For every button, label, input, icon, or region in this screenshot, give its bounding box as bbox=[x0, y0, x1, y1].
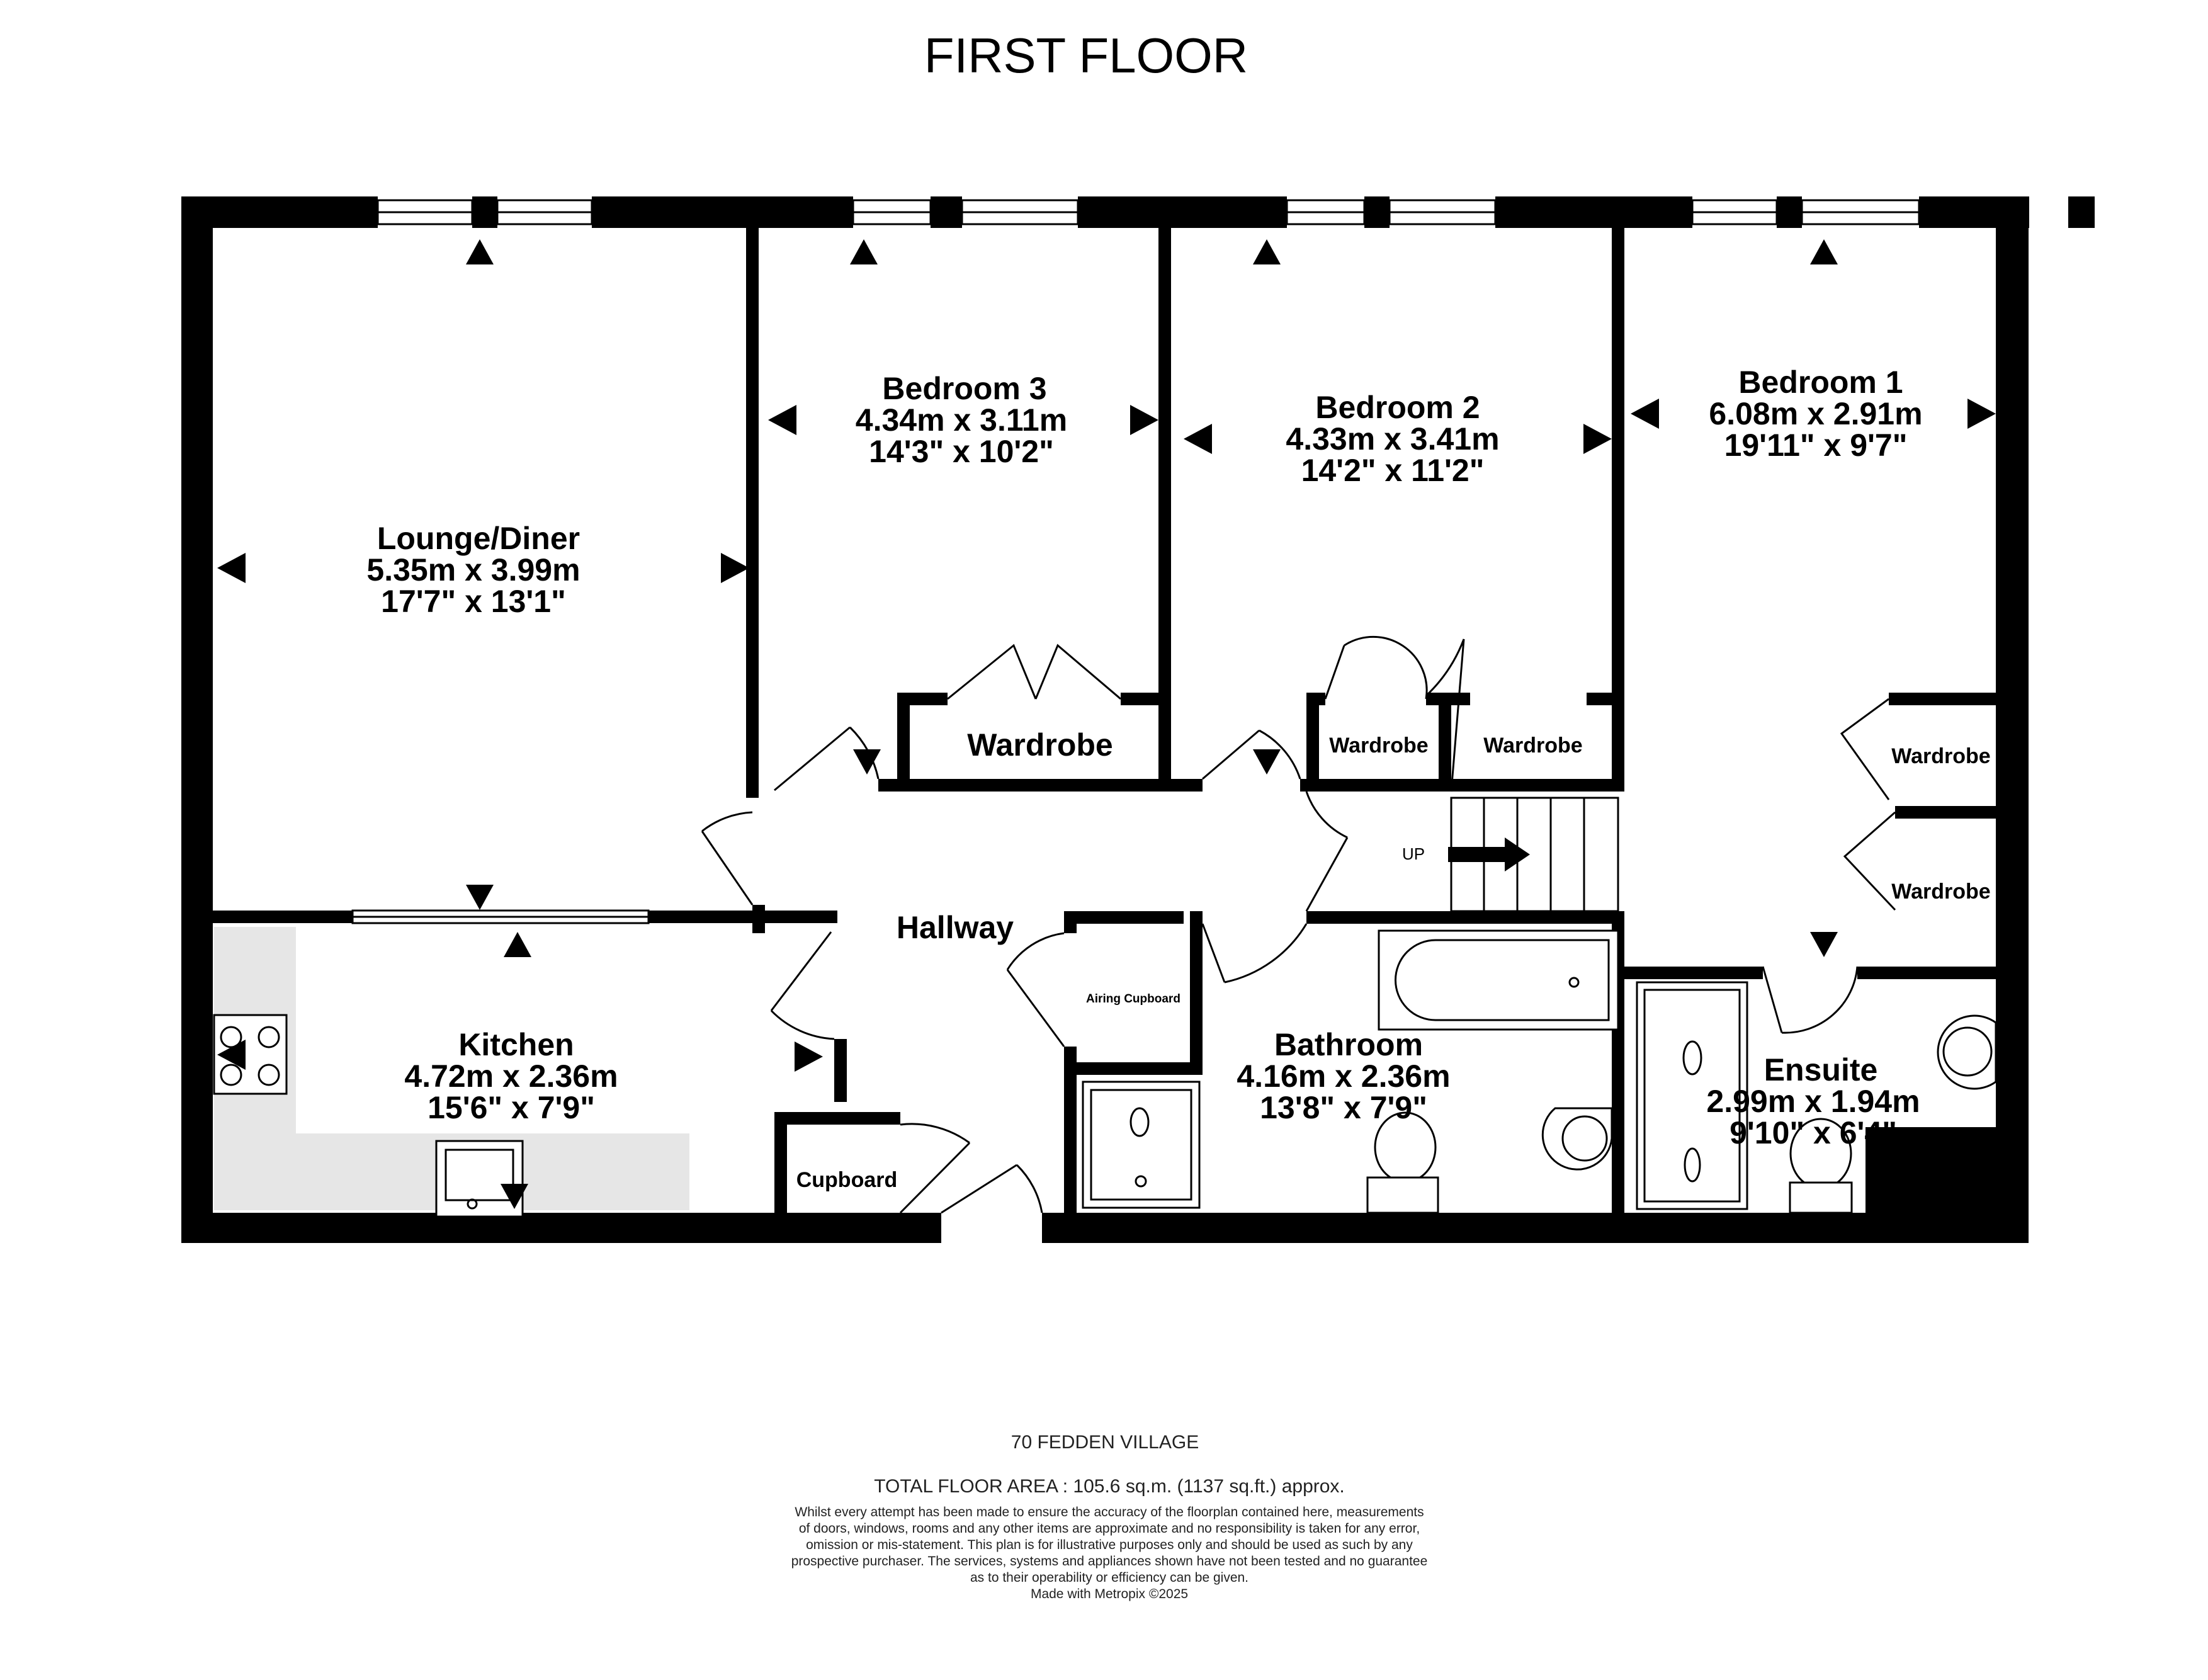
wardrobe-bedroom-2a-label: Wardrobe bbox=[1329, 734, 1428, 758]
fixtures bbox=[213, 929, 1997, 1218]
room-metric: 4.34m x 3.11m bbox=[856, 402, 1067, 438]
ensuite-basin-icon bbox=[1937, 1014, 1997, 1090]
room-imperial: 9'10" x 6'4" bbox=[1730, 1115, 1897, 1150]
room-name: Bedroom 3 bbox=[882, 371, 1046, 406]
dimension-arrows bbox=[217, 239, 1996, 1209]
interior-walls bbox=[213, 228, 1996, 1213]
room-name: Kitchen bbox=[458, 1027, 574, 1062]
room-kitchen: Kitchen 4.72m x 2.36m 15'6" x 7'9" bbox=[404, 1027, 618, 1125]
room-ensuite: Ensuite 2.99m x 1.94m 9'10" x 6'4" bbox=[1706, 1052, 1920, 1150]
stairs-up-label: UP bbox=[1402, 844, 1425, 863]
room-hallway: Hallway bbox=[897, 910, 1014, 945]
room-lounge-diner: Lounge/Diner 5.35m x 3.99m 17'7" x 13'1" bbox=[366, 521, 580, 619]
room-imperial: 17'7" x 13'1" bbox=[381, 584, 566, 619]
room-metric: 2.99m x 1.94m bbox=[1706, 1084, 1920, 1119]
exterior-walls bbox=[181, 196, 2095, 1243]
footer: 70 FEDDEN VILLAGE TOTAL FLOOR AREA : 105… bbox=[791, 1432, 1428, 1601]
airing-cupboard-label: Airing Cupboard bbox=[1086, 992, 1180, 1006]
bathroom-toilet-icon bbox=[1366, 1111, 1439, 1214]
disclaimer-line: omission or mis-statement. This plan is … bbox=[806, 1538, 1413, 1552]
room-bedroom-1: Bedroom 1 6.08m x 2.91m 19'11" x 9'7" bbox=[1709, 365, 1922, 463]
total-floor-area: TOTAL FLOOR AREA : 105.6 sq.m. (1137 sq.… bbox=[874, 1476, 1345, 1497]
wardrobe-bedroom-1b-label: Wardrobe bbox=[1891, 880, 1990, 904]
wardrobe-bedroom-2b-label: Wardrobe bbox=[1483, 734, 1582, 758]
room-name: Bedroom 2 bbox=[1315, 390, 1480, 425]
disclaimer-line: prospective purchaser. The services, sys… bbox=[791, 1554, 1428, 1569]
room-metric: 6.08m x 2.91m bbox=[1709, 396, 1922, 431]
room-name: Ensuite bbox=[1764, 1052, 1878, 1087]
disclaimer-line: of doors, windows, rooms and any other i… bbox=[799, 1521, 1420, 1536]
stairs bbox=[1448, 797, 1619, 912]
disclaimer-line: Whilst every attempt has been made to en… bbox=[795, 1505, 1424, 1519]
room-imperial: 14'2" x 11'2" bbox=[1301, 453, 1485, 488]
room-imperial: 19'11" x 9'7" bbox=[1724, 428, 1908, 463]
disclaimer-line: Made with Metropix ©2025 bbox=[1031, 1587, 1188, 1601]
room-name: Bedroom 1 bbox=[1738, 365, 1903, 400]
room-metric: 4.72m x 2.36m bbox=[404, 1059, 618, 1094]
room-metric: 5.35m x 3.99m bbox=[366, 552, 580, 587]
disclaimer-line: as to their operability or efficiency ca… bbox=[970, 1570, 1248, 1585]
cupboard-label: Cupboard bbox=[796, 1168, 898, 1192]
room-metric: 4.16m x 2.36m bbox=[1237, 1059, 1450, 1094]
room-bathroom: Bathroom 4.16m x 2.36m 13'8" x 7'9" bbox=[1237, 1027, 1450, 1125]
room-imperial: 13'8" x 7'9" bbox=[1260, 1090, 1427, 1125]
room-name: Bathroom bbox=[1274, 1027, 1423, 1062]
floor-title: FIRST FLOOR bbox=[924, 28, 1248, 83]
wardrobe-bedroom-1a-label: Wardrobe bbox=[1891, 744, 1990, 768]
room-bedroom-2: Bedroom 2 4.33m x 3.41m 14'2" x 11'2" bbox=[1286, 390, 1499, 488]
bathroom-basin-icon bbox=[1541, 1107, 1613, 1171]
bathroom-shower-icon bbox=[1082, 1081, 1201, 1209]
wardrobe-bedroom-3-label: Wardrobe bbox=[967, 727, 1113, 763]
stairs-up-arrow-icon bbox=[1448, 837, 1530, 871]
ensuite-toilet-icon bbox=[1789, 1118, 1853, 1214]
room-name: Lounge/Diner bbox=[377, 521, 580, 556]
room-imperial: 15'6" x 7'9" bbox=[427, 1090, 595, 1125]
room-bedroom-3: Bedroom 3 4.34m x 3.11m 14'3" x 10'2" bbox=[856, 371, 1067, 469]
doors bbox=[701, 635, 1896, 1214]
address: 70 FEDDEN VILLAGE bbox=[1011, 1432, 1199, 1453]
room-metric: 4.33m x 3.41m bbox=[1286, 421, 1499, 457]
windows bbox=[351, 199, 1920, 924]
room-imperial: 14'3" x 10'2" bbox=[869, 434, 1054, 469]
